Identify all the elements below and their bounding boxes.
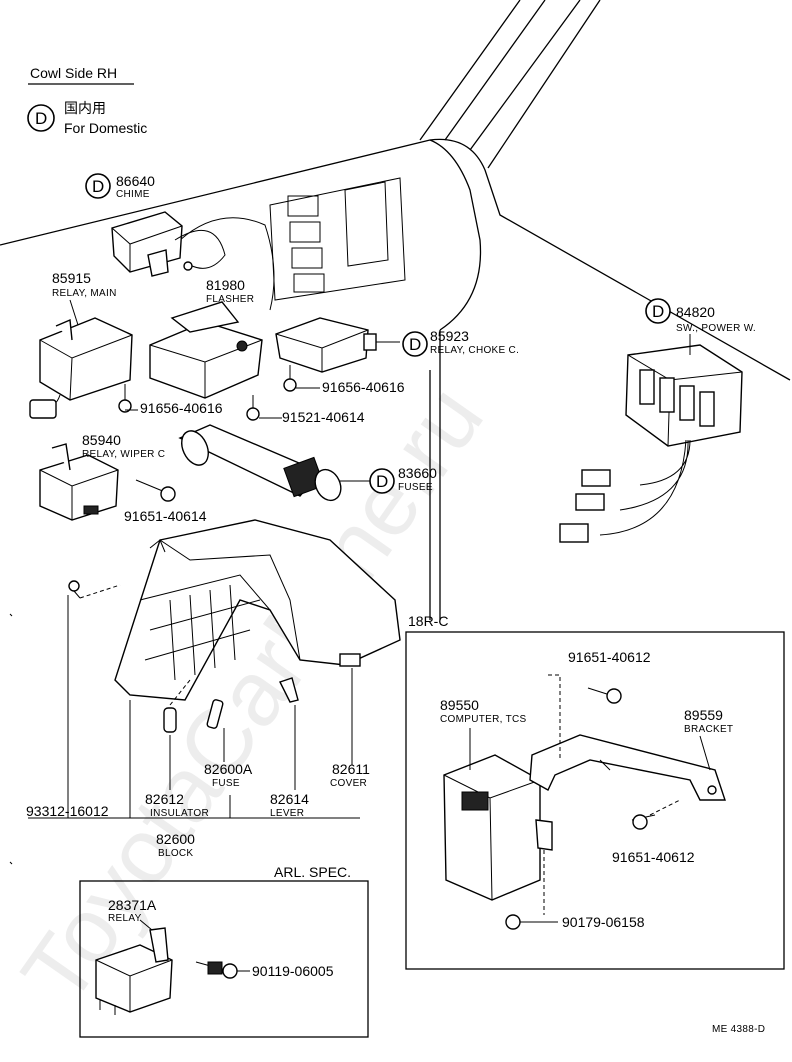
lever-number: 82614 bbox=[270, 791, 309, 807]
main-relay-name: RELAY, MAIN bbox=[52, 288, 117, 299]
bolt-a-number: 91656-40616 bbox=[140, 400, 223, 416]
svg-text:D: D bbox=[409, 335, 421, 354]
wiper-relay-number: 85940 bbox=[82, 432, 121, 448]
bolt-d-part bbox=[135, 479, 176, 502]
insulator-number: 82612 bbox=[145, 791, 184, 807]
bolt-c-number: 91521-40614 bbox=[282, 409, 365, 425]
svg-text:D: D bbox=[35, 109, 47, 128]
bolt-a-part bbox=[118, 384, 132, 413]
flasher-number: 81980 bbox=[206, 277, 245, 293]
arl-box-title: ARL. SPEC. bbox=[274, 864, 351, 880]
screw-block-number: 93312-16012 bbox=[26, 803, 109, 819]
insulator-part bbox=[163, 707, 177, 733]
fusee-part bbox=[178, 424, 342, 502]
arl-bolt-number: 90119-06005 bbox=[252, 963, 334, 979]
screw-block-part bbox=[68, 580, 121, 599]
main-relay-leader bbox=[69, 299, 79, 326]
flasher-part bbox=[149, 301, 263, 399]
wiper-relay-part bbox=[39, 443, 119, 521]
svg-text:D: D bbox=[652, 302, 664, 321]
tcs-nut-part bbox=[505, 914, 521, 930]
fuse-name: FUSE bbox=[212, 778, 240, 789]
fusee-name: FUSEE bbox=[398, 482, 433, 493]
domestic-label-jp: 国内用 bbox=[64, 100, 106, 116]
block-group-bracket bbox=[28, 595, 360, 819]
arl-box bbox=[79, 880, 369, 1038]
tcs-bolt-right-part bbox=[631, 814, 656, 830]
location-label: Cowl Side RH bbox=[30, 65, 117, 81]
fuse-dash bbox=[169, 679, 191, 706]
lever-part bbox=[279, 677, 299, 703]
chime-domestic-marker: D bbox=[85, 173, 111, 199]
arl-relay-name: RELAY bbox=[108, 913, 142, 924]
fusee-number: 83660 bbox=[398, 465, 437, 481]
tcs-bracket-number: 89559 bbox=[684, 707, 723, 723]
power-window-switch-part bbox=[559, 344, 743, 543]
choke-relay-number: 85923 bbox=[430, 328, 469, 344]
domestic-label-en: For Domestic bbox=[64, 120, 147, 136]
fuse-number: 82600A bbox=[204, 761, 253, 777]
arl-relay-leader bbox=[139, 919, 153, 931]
svg-text:D: D bbox=[92, 177, 104, 196]
bolt-d-number: 91651-40614 bbox=[124, 508, 207, 524]
tcs-nut-number: 90179-06158 bbox=[562, 914, 645, 930]
fusee-domestic-marker: D bbox=[369, 468, 395, 494]
tcs-box-title: 18R-C bbox=[408, 613, 448, 629]
tcs-box bbox=[405, 631, 785, 970]
fuse-part bbox=[206, 699, 224, 729]
flasher-name: FLASHER bbox=[206, 294, 254, 305]
arl-relay-number: 28371A bbox=[108, 897, 157, 913]
tcs-bracket-leader bbox=[699, 735, 711, 771]
arl-relay-part bbox=[95, 927, 173, 1015]
main-relay-number: 85915 bbox=[52, 270, 91, 286]
cover-number: 82611 bbox=[332, 761, 370, 777]
chime-name: CHIME bbox=[116, 189, 150, 200]
edge-ticks bbox=[9, 613, 13, 865]
choke-relay-part bbox=[275, 317, 400, 373]
main-relay-part bbox=[29, 317, 133, 419]
svg-text:D: D bbox=[376, 472, 388, 491]
cover-name: COVER bbox=[330, 778, 367, 789]
power-window-domestic-marker: D bbox=[645, 298, 671, 324]
dashboard-outline bbox=[0, 0, 791, 620]
tcs-computer-part bbox=[443, 754, 553, 901]
choke-relay-domestic-marker: D bbox=[402, 331, 428, 357]
footer-code: ME 4388-D bbox=[712, 1024, 765, 1035]
power-window-number: 84820 bbox=[676, 304, 715, 320]
fuse-block-part bbox=[114, 519, 401, 701]
chime-number: 86640 bbox=[116, 173, 155, 189]
insulator-name: INSULATOR bbox=[150, 808, 209, 819]
tcs-bolt-right-dash bbox=[649, 799, 681, 816]
tcs-bolt-top-dash bbox=[548, 674, 561, 760]
arl-bolt-part bbox=[195, 961, 238, 979]
tcs-computer-number: 89550 bbox=[440, 697, 479, 713]
chime-part bbox=[111, 211, 226, 277]
block-name: BLOCK bbox=[158, 848, 193, 859]
tcs-bracket-name: BRACKET bbox=[684, 724, 733, 735]
tcs-computer-name: COMPUTER, TCS bbox=[440, 714, 527, 725]
power-window-name: SW., POWER W. bbox=[676, 323, 756, 334]
lever-name: LEVER bbox=[270, 808, 304, 819]
tcs-bolt-top-part bbox=[587, 687, 622, 704]
bolt-b-part bbox=[283, 365, 297, 392]
domestic-marker: D bbox=[27, 104, 55, 132]
tcs-bolt-top-number: 91651-40612 bbox=[568, 649, 651, 665]
choke-relay-name: RELAY, CHOKE C. bbox=[430, 345, 519, 356]
tcs-bolt-right-number: 91651-40612 bbox=[612, 849, 695, 865]
bolt-c-part bbox=[246, 395, 260, 421]
tcs-bracket-part bbox=[529, 734, 726, 801]
block-number: 82600 bbox=[156, 831, 195, 847]
wiper-relay-name: RELAY, WIPER C bbox=[82, 449, 165, 460]
bolt-b-number: 91656-40616 bbox=[322, 379, 405, 395]
